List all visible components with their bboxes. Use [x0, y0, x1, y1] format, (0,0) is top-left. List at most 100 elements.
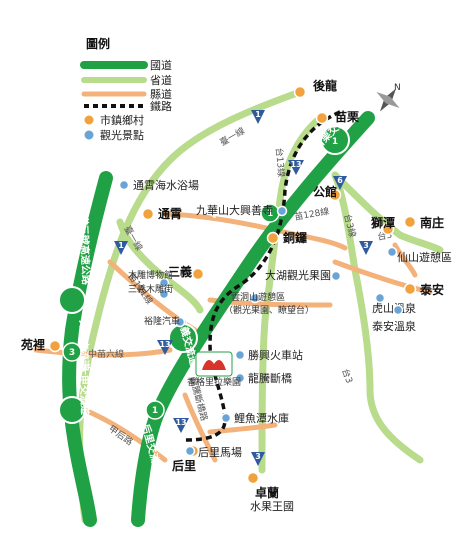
svg-text:13: 13: [159, 340, 170, 349]
town-sanyi-dot[interactable]: [191, 267, 205, 281]
attraction-tongxiao-beach-dot[interactable]: [118, 179, 130, 191]
ic-route3-a-label: 3: [69, 348, 75, 358]
svg-text:3: 3: [255, 452, 261, 461]
attraction-longteng-dot[interactable]: [234, 372, 246, 384]
resort-logo-name: 香格里拉樂園: [187, 376, 241, 388]
attraction-jiuhua: 九華山大興善寺: [196, 203, 273, 217]
legend-rail-label: 鐵路: [150, 99, 172, 113]
ic-miaoli-route: 1: [332, 137, 338, 147]
attraction-jiuhua-dot[interactable]: [276, 205, 288, 217]
national-highway-1: [131, 111, 375, 527]
town-yuanli-dot[interactable]: [48, 339, 62, 353]
shield-1-north: 1: [251, 110, 265, 124]
compass-cross-icon: [376, 91, 400, 109]
attraction-yunshan: 雲洞山遊憩區: [231, 291, 285, 303]
provincial-road-t3-east: [331, 171, 444, 254]
town-houlong-dot[interactable]: [293, 85, 307, 99]
attraction-houli-horse-dot[interactable]: [184, 445, 196, 457]
attraction-longteng: 龍騰斷橋: [248, 371, 292, 385]
resort-logo-icon: [202, 360, 226, 370]
compass: N: [376, 83, 401, 112]
ic-route1-b: 1: [145, 400, 165, 420]
legend-national-label: 國道: [150, 58, 172, 72]
town-zhuolan: 卓蘭: [255, 485, 279, 500]
ic-yuanli[interactable]: [58, 286, 86, 314]
county-road-liyutan: [207, 422, 278, 435]
town-nanzhuang: 南庄: [420, 215, 444, 230]
svg-text:1: 1: [118, 241, 124, 250]
county-road-taian: [332, 259, 433, 295]
attraction-yulon: 裕隆汽車: [144, 315, 180, 327]
shield-13-houli: 13: [173, 418, 189, 433]
attraction-zhuolan-fruit: 水果王國: [250, 500, 294, 513]
resort-logo[interactable]: 香格里拉樂園: [187, 351, 241, 388]
town-tongxiao-dot[interactable]: [141, 207, 155, 221]
legend-county-label: 縣道: [150, 87, 172, 101]
svg-text:3: 3: [363, 241, 369, 250]
ic-dajia[interactable]: [58, 396, 86, 424]
legend-provincial-label: 省道: [150, 73, 172, 87]
town-gongguan: 公館: [313, 184, 337, 199]
town-tongluo-dot[interactable]: [266, 231, 280, 245]
provincial-road-t3: [331, 171, 424, 464]
town-gongguan-dot[interactable]: [328, 188, 342, 202]
town-nanzhuang-dot[interactable]: [403, 215, 417, 229]
county-road-zs: [33, 347, 173, 358]
ic-route3-a: 3: [62, 342, 82, 362]
legend: 圖例 國道 省道 縣道 鐵路 市鎮鄉村 觀光景點: [80, 36, 172, 142]
road-label-zs: 中苗六線: [88, 348, 124, 360]
shield-1-west: 1: [114, 241, 128, 255]
road-label-line1: 臺一線: [218, 125, 247, 149]
county-road-longteng: [182, 392, 218, 463]
town-tongxiao: 通霄: [158, 206, 182, 221]
attraction-dahu-dot[interactable]: [330, 270, 342, 282]
ic-dajia-label: 大甲交流道: [77, 365, 92, 415]
town-taian: 泰安: [419, 282, 444, 297]
svg-text:13: 13: [175, 418, 186, 427]
attraction-liyutan: 鯉魚潭水庫: [234, 411, 289, 425]
ic-route1-b-label: 1: [152, 406, 158, 416]
attraction-tongxiao-beach: 通霄海水浴場: [133, 178, 199, 192]
attraction-xianshan-dot[interactable]: [386, 246, 398, 258]
town-sanyi: 三義: [168, 264, 192, 279]
legend-title: 圖例: [86, 36, 110, 51]
national3-label: 國道三號高速公路: [77, 205, 93, 286]
shield-13-sanyi: 13: [157, 340, 173, 355]
attraction-liyutan-dot[interactable]: [220, 412, 232, 424]
attraction-woodcarving-dot[interactable]: [158, 288, 170, 300]
compass-north-label: N: [394, 83, 401, 93]
attraction-museum-dot[interactable]: [158, 277, 170, 289]
route-shields: 1 1 13 6 3 13 13 3: [114, 110, 373, 466]
town-miaoli-dot[interactable]: [315, 111, 329, 125]
county-road-nanzhuang: [392, 242, 418, 278]
national-highways: [62, 111, 375, 527]
attraction-shengxing: 勝興火車站: [248, 348, 303, 362]
legend-town-label: 市鎮鄉村: [100, 113, 144, 127]
ic-miaoli[interactable]: 1: [320, 125, 350, 155]
road-label-t3c: 台3: [339, 367, 355, 385]
town-zhuolan-dot[interactable]: [246, 471, 260, 485]
svg-text:6: 6: [337, 176, 343, 185]
svg-text:1: 1: [255, 110, 261, 119]
ic-route1-c-label: 1: [267, 209, 273, 219]
attraction-taian-spring-dot[interactable]: [392, 304, 404, 316]
road-label-t3: 台3線: [341, 213, 359, 239]
shield-13: 13: [288, 160, 304, 175]
attraction-houli-horse: 后里馬場: [198, 446, 242, 459]
county-road-jiahou: [77, 405, 168, 463]
town-houli: 后里: [172, 458, 196, 473]
attraction-yulon-dot[interactable]: [174, 316, 186, 328]
town-shitan-dot[interactable]: [381, 222, 395, 236]
attraction-huyoushan-dot[interactable]: [374, 292, 386, 304]
attraction-museum: 木雕博物館: [128, 269, 173, 281]
attraction-yunshan-dot[interactable]: [249, 292, 261, 304]
shield-3-a: 3: [359, 241, 373, 255]
attraction-shengxing-dot[interactable]: [234, 349, 246, 361]
town-shitan: 獅潭: [370, 215, 395, 230]
ic-yuanli-label: 苑裡交流道: [77, 319, 92, 370]
town-taian-dot[interactable]: [403, 282, 417, 296]
svg-text:13: 13: [290, 160, 301, 169]
legend-attraction-label: 觀光景點: [100, 128, 144, 142]
county-road-128: [162, 211, 348, 251]
